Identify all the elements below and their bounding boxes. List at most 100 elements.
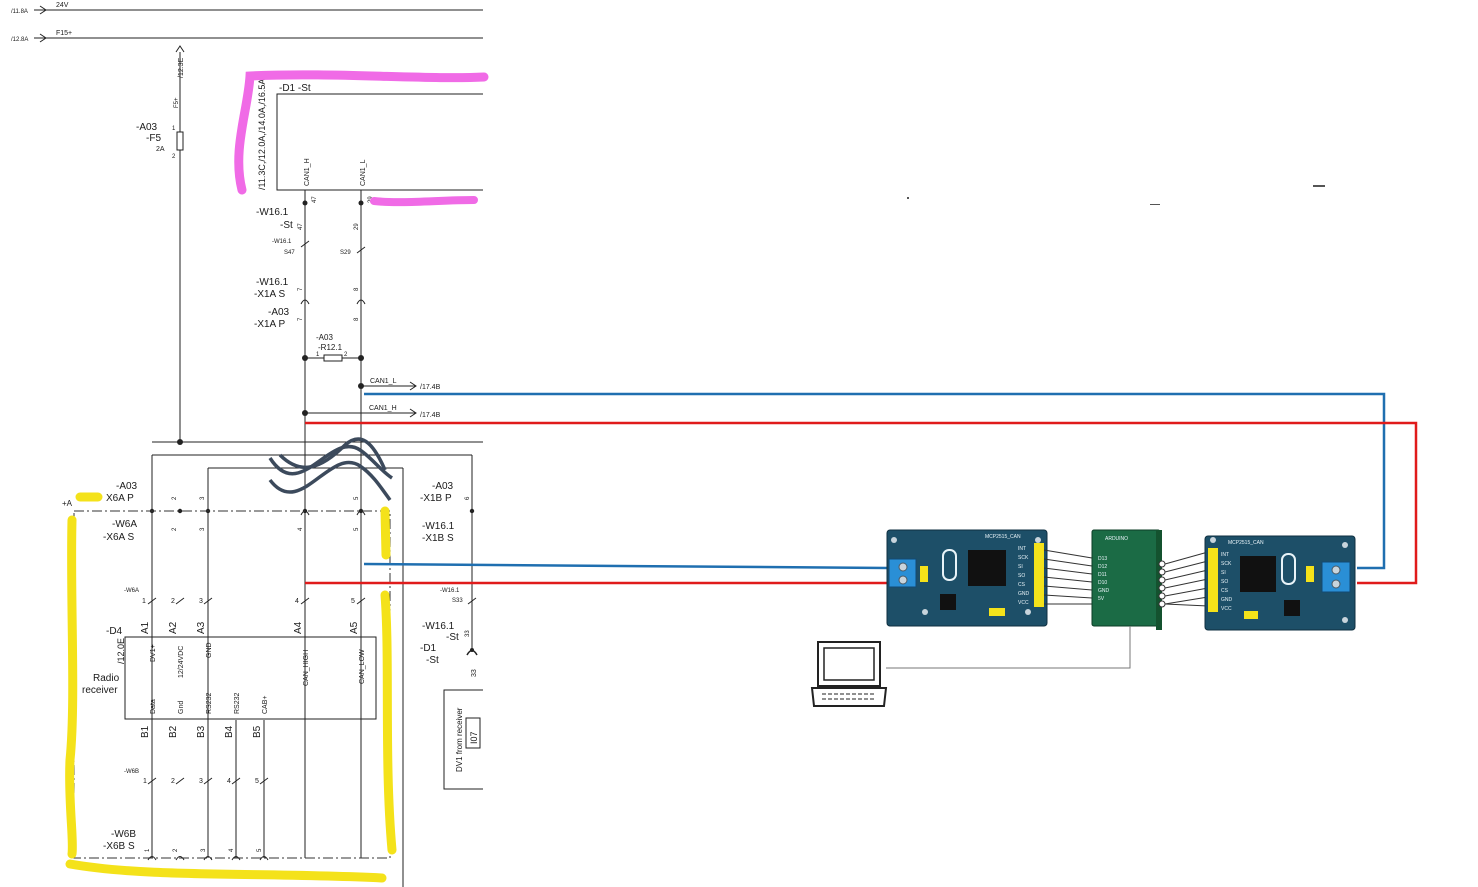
x6a-pin-4b: 4	[298, 527, 304, 531]
radio-name: -D4	[106, 626, 123, 637]
x1b-connector: -A03 -X1B P -W16.1 -X1B S 6 -W16.1 S33 -…	[420, 481, 478, 677]
x6b-pin-3b: 3	[201, 848, 207, 852]
rail-f15-label: F15+	[56, 30, 72, 37]
harness-labels: -W16.1 -St 47 29 -W16.1 S47 S29 -W16.1 -…	[254, 207, 360, 330]
x6a-p-b: X6A P	[106, 493, 134, 504]
x6b-pin-5: 5	[255, 778, 259, 785]
x6a-pin-3b: 3	[200, 527, 206, 531]
harness-n8a: 8	[354, 287, 360, 291]
x1a-s-a: -W16.1	[256, 277, 289, 288]
arduino-title: ARDUINO	[1105, 536, 1128, 542]
d1-refs: /11.3C,/12.0A,/14.0A,/16.5A	[257, 79, 267, 190]
x6b-pin-1: 1	[143, 778, 147, 785]
right-module-title: MCP2515_CAN	[1228, 540, 1264, 546]
can-output-arrows: CAN1_L /17.4B CAN1_H /17.4B	[302, 378, 441, 419]
x6a-plus-a: +A	[62, 499, 73, 508]
left-pin-cs: CS	[1018, 582, 1026, 588]
x6a-pin-2c: 2	[171, 598, 175, 605]
left-pin-int: INT	[1018, 546, 1026, 552]
x1b-d1-a: -D1	[420, 643, 437, 654]
can-vertical-wires	[300, 190, 366, 858]
radio-bot-pin-b5: B5	[252, 725, 263, 738]
ribbon-left	[1043, 549, 1093, 605]
x1b-s-b: -X1B S	[422, 533, 454, 544]
w161-st-a: -W16.1	[256, 207, 289, 218]
terminating-resistor: -A03 -R12.1 1 2	[302, 333, 364, 362]
fuse-net: F5+	[174, 97, 180, 108]
radio-top-pin-a1: A1	[140, 621, 151, 634]
radio-sig-gnd: GND	[206, 642, 213, 658]
w161-small: -W16.1	[272, 239, 292, 245]
x1b-s33: S33	[452, 598, 463, 604]
radio-top-pin-a3: A3	[196, 621, 207, 634]
x6a-pin-4c: 4	[295, 598, 299, 605]
x1b-st-b: -St	[446, 632, 459, 643]
canh-out-label: CAN1_H	[369, 405, 397, 412]
radio-sig-rs232-b: RS232	[234, 692, 241, 714]
x6a-pin-5a: 5	[354, 496, 360, 500]
d1-num-47: 47	[312, 196, 318, 203]
enclosure-outline	[73, 510, 391, 859]
radio-sig-dv1: DV1+	[150, 644, 157, 662]
x6b-pin-2: 2	[171, 778, 175, 785]
rail-f15-ref: /12.8A	[11, 37, 28, 43]
harness-n29: 29	[354, 223, 360, 230]
radio-sig-can-high: CAN_HIGH	[303, 650, 310, 686]
highlight-yellow	[65, 492, 397, 883]
resistor-pin1: 1	[316, 352, 320, 358]
harness-n7a: 7	[298, 287, 304, 291]
radio-top-pin-a2: A2	[168, 621, 179, 634]
x6a-connector: -A03 X6A P -W6A -X6A S -W6A +A 2 3 5 2 3…	[62, 481, 364, 605]
d1-pin-canl: CAN1_L	[360, 159, 367, 186]
radio-bot-pin-b4: B4	[224, 725, 235, 738]
power-bus	[151, 439, 483, 887]
x1b-p-a: -A03	[432, 481, 454, 492]
d1-pin-canh: CAN1_H	[304, 158, 311, 186]
radio-sig-gnd-b: Gnd	[178, 701, 185, 714]
right-pin-si: SI	[1221, 570, 1226, 576]
mcp2515-module-left: MCP2515_CAN INT SCK SI SO CS GND VCC	[886, 529, 1048, 627]
d1-box: -D1 -St /11.3C,/12.0A,/14.0A,/16.5A CAN1…	[257, 79, 483, 203]
dv1-ref: I07	[469, 731, 479, 744]
rail-24v: /11.8A 24V	[11, 2, 483, 15]
x6b-s-b: -X6B S	[103, 841, 135, 852]
x6a-w6a: -W6A	[124, 588, 139, 594]
left-pin-sck: SCK	[1018, 555, 1029, 561]
can-wire-red	[305, 421, 1418, 585]
x1b-p-b: -X1B P	[420, 493, 452, 504]
arduino-board: ARDUINO D13 D12 D11 D10 GND 5V	[1091, 529, 1166, 630]
x6b-pin-5b: 5	[257, 848, 263, 852]
x6b-w6b: -W6B	[124, 769, 139, 775]
right-pin-cs: CS	[1221, 588, 1229, 594]
resistor-pin2: 2	[344, 352, 348, 358]
arduino-pin-gnd: GND	[1098, 588, 1110, 594]
canh-out-ref: /17.4B	[420, 412, 441, 419]
right-pin-sck: SCK	[1221, 561, 1232, 567]
x1b-w161: -W16.1	[440, 588, 460, 594]
x6a-pin-5b: 5	[354, 527, 360, 531]
arduino-pin-5v: 5V	[1098, 596, 1105, 602]
highlight-magenta	[234, 70, 489, 207]
ribbon-right	[1164, 551, 1209, 607]
radio-top-pin-a5: A5	[349, 621, 360, 634]
mcp2515-module-right: MCP2515_CAN INT SCK SI SO CS GND VCC	[1204, 535, 1356, 631]
radio-sig-can-low: CAN_LOW	[359, 649, 366, 684]
x1b-s-a: -W16.1	[422, 521, 455, 532]
dv1-box: DV1 from receiver I07	[443, 689, 483, 790]
right-pin-gnd: GND	[1221, 597, 1233, 603]
x6b-pin-2b: 2	[173, 848, 179, 852]
canl-out-label: CAN1_L	[370, 378, 397, 385]
left-pin-vcc: VCC	[1018, 600, 1029, 606]
fuse-branch: /12.3E F5+ -A03 -F5 2A 1 2	[136, 45, 185, 442]
rail-24v-ref: /11.8A	[11, 9, 28, 15]
x1a-p-b: -X1A P	[254, 319, 285, 330]
fuse-pin2: 2	[172, 154, 176, 160]
fuse-rating: 2A	[156, 146, 165, 153]
x1b-st-a: -W16.1	[422, 621, 455, 632]
x1b-d1-b: -St	[426, 655, 439, 666]
rail-24v-label: 24V	[56, 2, 69, 9]
x6a-s-b: -X6A S	[103, 532, 134, 543]
right-pin-vcc: VCC	[1221, 606, 1232, 612]
x6b-pin-4b: 4	[229, 848, 235, 852]
